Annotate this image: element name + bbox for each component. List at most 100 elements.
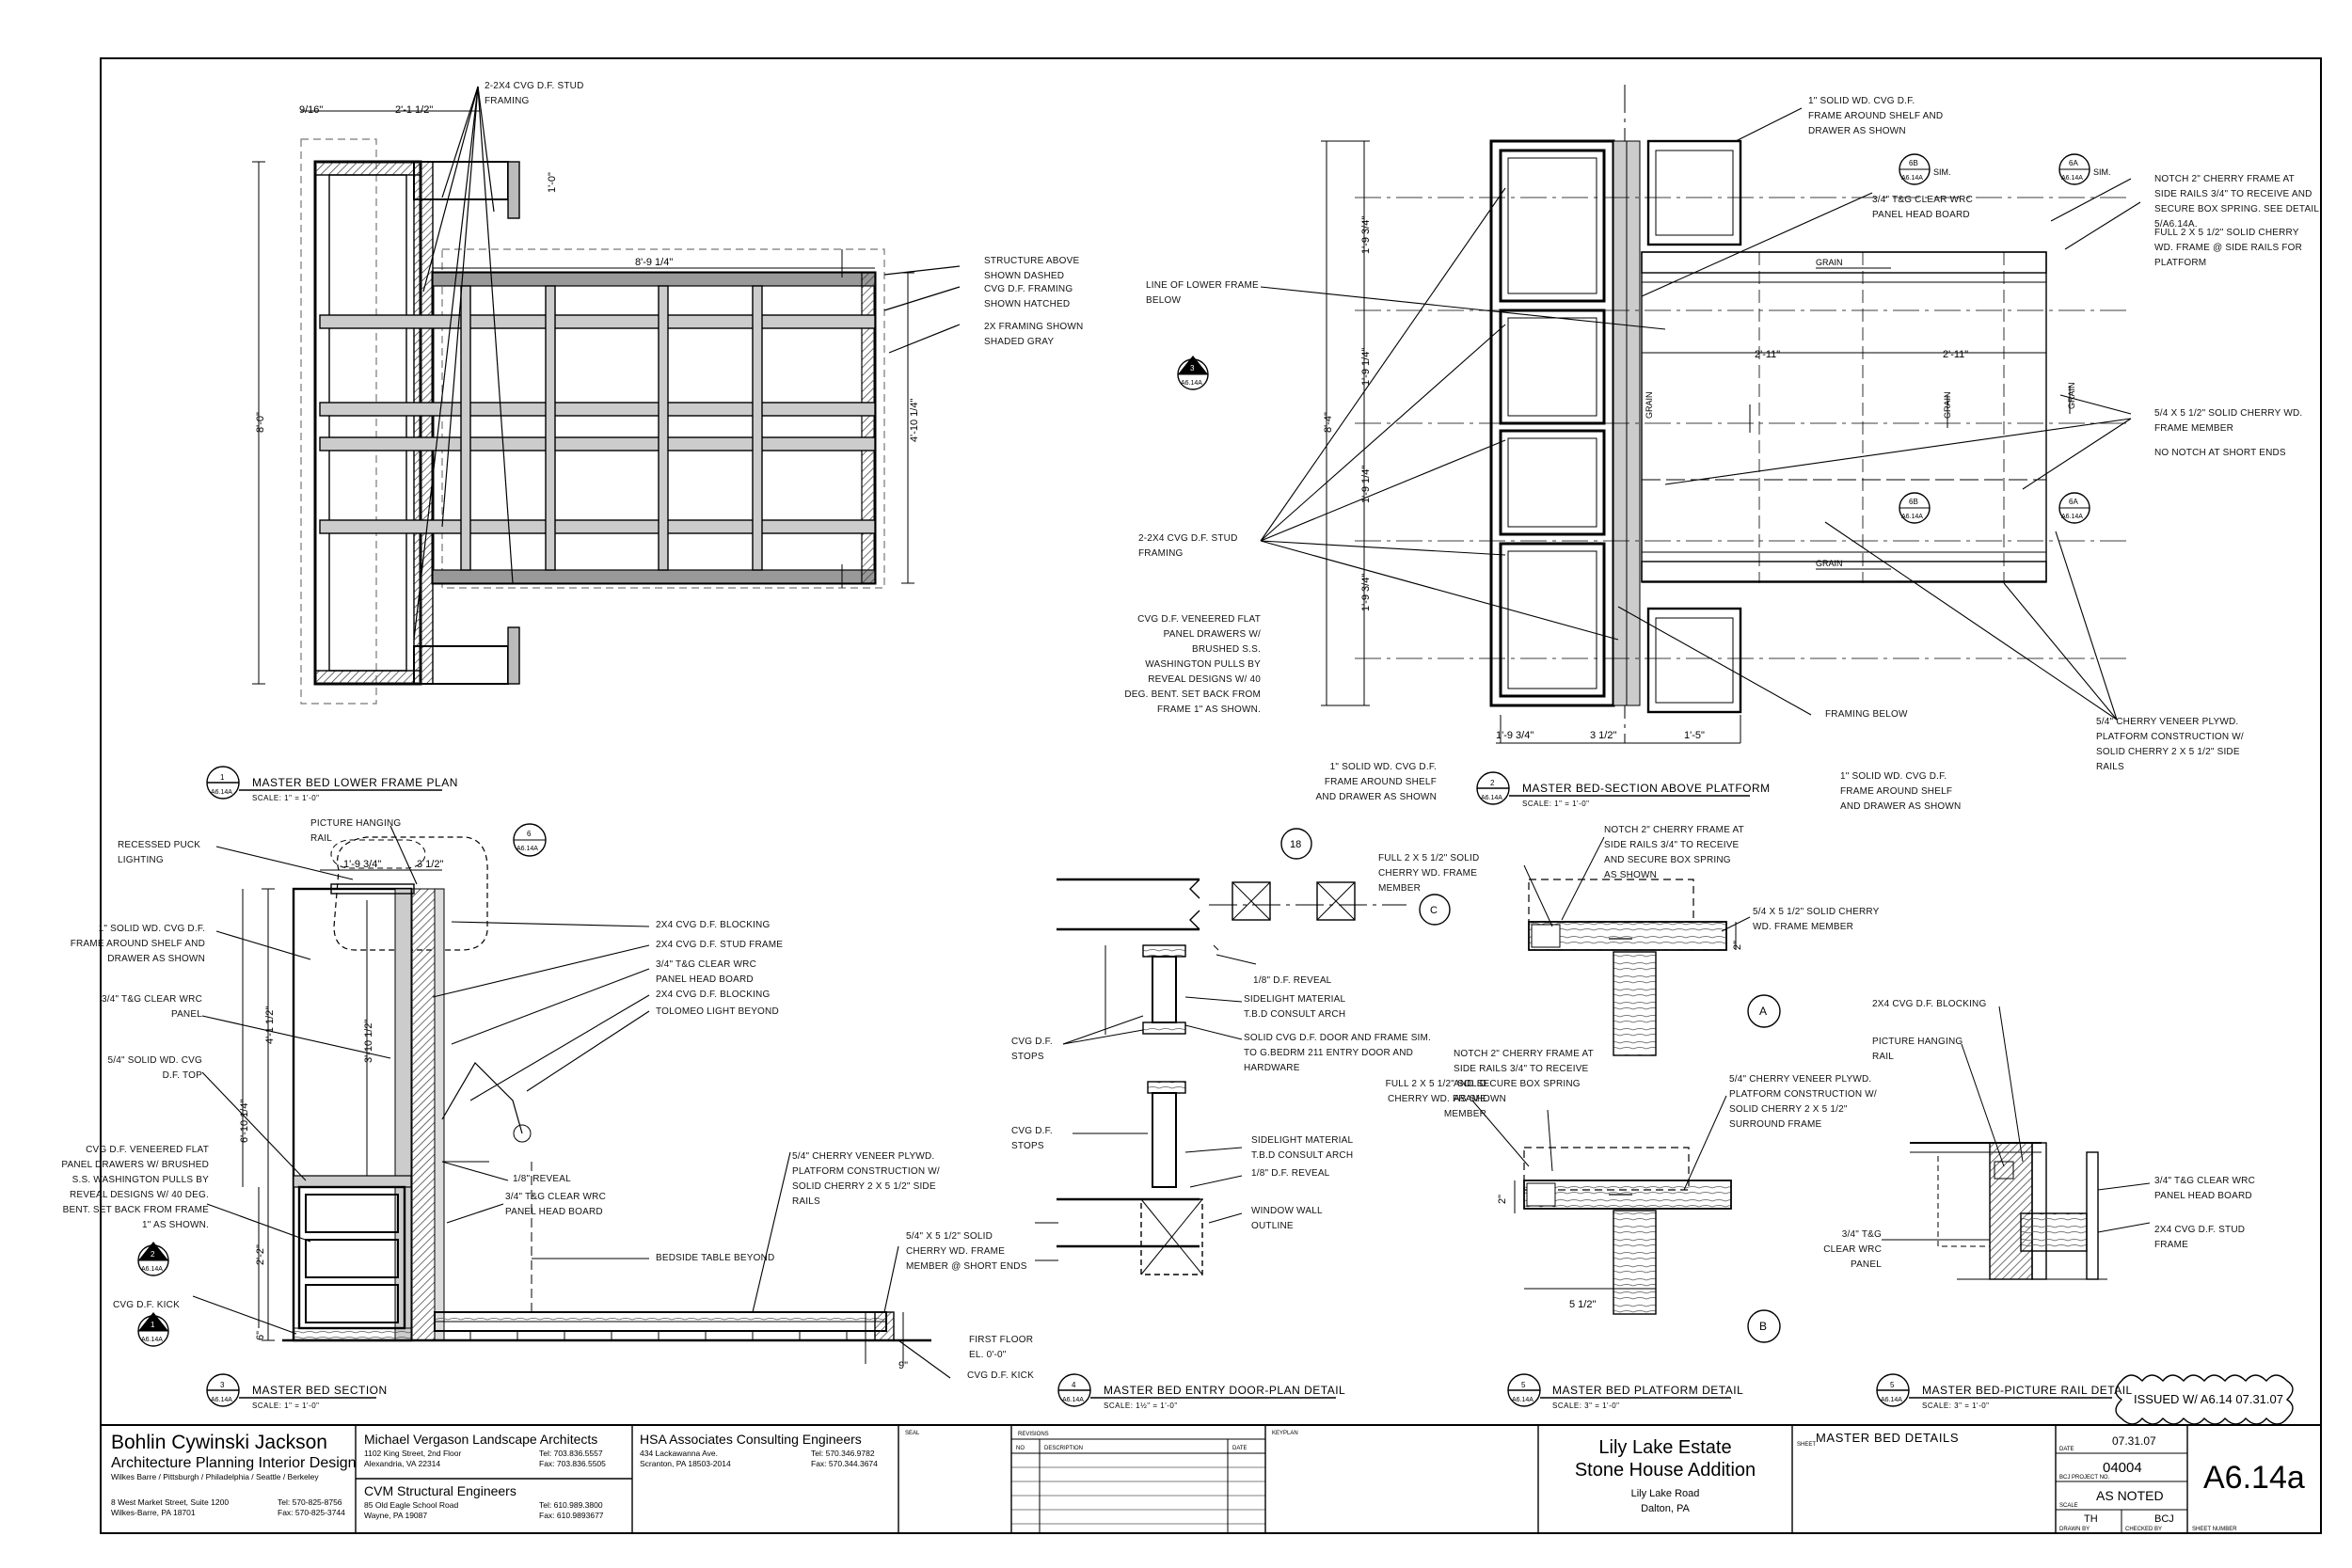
marker-num: A [1759, 1005, 1767, 1018]
sheet-title: MASTER BED DETAILS [1816, 1431, 1959, 1445]
dim: 8'-9 1/4" [635, 257, 673, 268]
note-kick-2: CVG D.F. KICK [967, 1370, 1034, 1381]
consultant-3-name: HSA Associates Consulting Engineers [640, 1432, 862, 1447]
dim: 1'-9 1/4" [1360, 348, 1372, 386]
section-marker-6b-top: 6B A6.14A SIM. [1899, 153, 1951, 185]
note-tg-headboard-2: 3/4" T&G CLEAR WRC PANEL HEAD BOARD [505, 1192, 606, 1217]
marker-num: 1 [151, 1321, 155, 1329]
consultant-2-address-1: 85 Old Eagle School Road [364, 1500, 458, 1510]
consultant-3-tel: Tel: 570.346.9782 [811, 1449, 875, 1458]
section-marker-6: 6 A6.14A [513, 823, 547, 857]
consultant-2-fax: Fax: 610.9893677 [539, 1511, 604, 1520]
project-subname: Stone House Addition [1575, 1460, 1756, 1481]
marker-num: 6B [1909, 159, 1918, 167]
drawing-scale: SCALE: 1" = 1'-0" [252, 794, 320, 802]
firm-address-2: Wilkes-Barre, PA 18701 [111, 1508, 196, 1517]
seal-label: SEAL [905, 1431, 920, 1436]
note-tg-panel: 3/4" T&G CLEAR WRC PANEL [102, 994, 202, 1020]
note-drawers: CVG D.F. VENEERED FLAT PANEL DRAWERS W/ … [1124, 614, 1261, 715]
consultant-2-name: CVM Structural Engineers [364, 1483, 516, 1498]
note-framing-below: FRAMING BELOW [1825, 709, 1908, 720]
note-lower-frame: LINE OF LOWER FRAME BELOW [1146, 280, 1259, 306]
section-marker-1: 1 A6.14A [137, 1312, 169, 1347]
marker-num: 18 [1290, 839, 1301, 850]
grain-label: GRAIN [1816, 559, 1843, 568]
dim: 2'-11" [1943, 349, 1968, 360]
consultant-2-tel: Tel: 610.989.3800 [539, 1500, 603, 1510]
dim: 2" [1497, 1195, 1508, 1204]
drawing-title: MASTER BED LOWER FRAME PLAN [252, 776, 458, 789]
drawing-number: 5 [1521, 1381, 1526, 1389]
dim: 1'-0" [547, 172, 558, 193]
drawing-scale: SCALE: 1" = 1'-0" [252, 1402, 320, 1410]
drawing-scale: SCALE: 3" = 1'-0" [1922, 1402, 1990, 1410]
note-solid-top: 5/4" SOLID WD. CVG D.F. TOP [107, 1055, 202, 1081]
marker-num: 6A [2069, 159, 2078, 167]
consultant-2-address-2: Wayne, PA 19087 [364, 1511, 427, 1520]
marker-num: 6B [1909, 498, 1918, 506]
note-notch-frame: NOTCH 2" CHERRY FRAME AT SIDE RAILS 3/4"… [2154, 174, 2319, 230]
marker-num: 6 [527, 830, 532, 838]
section-marker-6a-mid: 6A A6.14A [2058, 492, 2090, 524]
note-blocking-2: 2X4 CVG D.F. BLOCKING [656, 990, 771, 1000]
note-stud-frame-detail: 2X4 CVG D.F. STUD FRAME [2154, 1225, 2246, 1250]
marker-ref: A6.14A [1901, 175, 1923, 182]
title-block [101, 1424, 2321, 1533]
drawing-title: MASTER BED PLATFORM DETAIL [1552, 1384, 1743, 1397]
note-puck-lighting: RECESSED PUCK LIGHTING [118, 840, 201, 865]
consultant-1-fax: Fax: 703.836.5505 [539, 1459, 606, 1468]
dim: 1'-9 3/4" [1360, 574, 1372, 611]
marker-ref: A6.14A [2061, 175, 2083, 182]
note-bedside-table: BEDSIDE TABLE BEYOND [656, 1253, 775, 1263]
note-blocking-detail: 2X4 CVG D.F. BLOCKING [1872, 999, 1987, 1009]
drawing-title: MASTER BED SECTION [252, 1384, 388, 1397]
marker-ref: A6.14A [516, 846, 538, 852]
note-tg-panel-detail: 3/4" T&G CLEAR WRC PANEL [1823, 1229, 1882, 1270]
scale-label: SCALE [2059, 1503, 2078, 1509]
dim: 1'-9 1/4" [1360, 466, 1372, 503]
dim: 6'-10 1/4" [239, 1100, 250, 1143]
project-address-2: Dalton, PA [1641, 1503, 1690, 1514]
drawing-ref: A6.14A [1512, 1397, 1534, 1403]
drawing-scale: SCALE: 3" = 1'-0" [1552, 1402, 1620, 1410]
dim: 2'-2" [255, 1244, 266, 1265]
note-veneer-surround: 5/4" CHERRY VENEER PLYWD. PLATFORM CONST… [1729, 1074, 1877, 1130]
title-marker-text: 1 A6.14A 2 A6.14A 3 A6.14A 4 A6.14A 5 A6… [211, 773, 1902, 1403]
note-platform-veneer: 5/4" CHERRY VENEER PLYWD. PLATFORM CONST… [792, 1151, 940, 1207]
drawing-entry-door-detail [1035, 878, 1406, 1275]
section-marker-3: 3 A6.14A [1177, 356, 1209, 390]
marker-num: 3 [1190, 364, 1195, 372]
note-blocking-1: 2X4 CVG D.F. BLOCKING [656, 920, 771, 930]
consultant-1-address-2: Alexandria, VA 22314 [364, 1459, 440, 1468]
drawing-title: MASTER BED-PICTURE RAIL DETAIL [1922, 1384, 2133, 1397]
note-kick: CVG D.F. KICK [113, 1300, 180, 1310]
project-address-1: Lily Lake Road [1631, 1488, 1700, 1499]
dim: 6" [255, 1331, 266, 1340]
grain-label: GRAIN [2067, 382, 2076, 409]
note-picture-rail-detail: PICTURE HANGING RAIL [1872, 1037, 1963, 1062]
drawing-number: 3 [220, 1381, 225, 1389]
section-marker-6a-top: 6A A6.14A SIM. [2058, 153, 2111, 185]
dim: 2'-11" [1755, 349, 1780, 360]
drawing-platform-detail [1471, 836, 1751, 1315]
note-notch-a: NOTCH 2" CHERRY FRAME AT SIDE RAILS 3/4"… [1604, 825, 1744, 880]
marker-b: B [1747, 1309, 1781, 1343]
note-structure-above: STRUCTURE ABOVE SHOWN DASHED [984, 256, 1080, 281]
issued-cloud [2115, 1374, 2294, 1425]
note-first-floor: FIRST FLOOR EL. 0'-0" [969, 1335, 1034, 1360]
consultant-3-address-1: 434 Lackawanna Ave. [640, 1449, 718, 1458]
marker-num: 6A [2069, 498, 2078, 506]
drawing-scale: SCALE: 1½" = 1'-0" [1104, 1402, 1178, 1410]
note-picture-rail: PICTURE HANGING RAIL [310, 818, 402, 844]
revision-date-header: DATE [1232, 1446, 1248, 1451]
dim: 9/16" [299, 104, 323, 116]
note-stud-frame: 2X4 CVG D.F. STUD FRAME [656, 940, 784, 950]
note-drawers-section: CVG D.F. VENEERED FLAT PANEL DRAWERS W/ … [61, 1145, 209, 1230]
revision-no-header: NO [1016, 1446, 1025, 1451]
note-solid-frame: 1" SOLID WD. CVG D.F. FRAME AROUND SHELF… [70, 924, 205, 964]
note-df-reveal-2: 1/8" D.F. REVEAL [1251, 1168, 1330, 1179]
note-framing-hatched: CVG D.F. FRAMING SHOWN HATCHED [984, 284, 1073, 309]
dim: 4'-1 1/2" [264, 1006, 276, 1044]
keyplan-label: KEYPLAN [1272, 1431, 1298, 1436]
